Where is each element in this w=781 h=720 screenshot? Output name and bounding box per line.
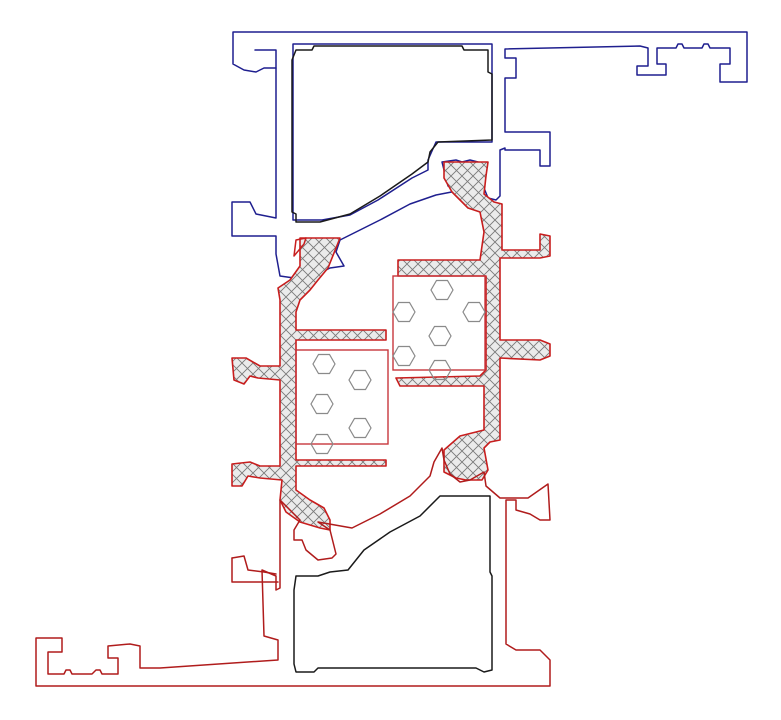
foam-cell-hexagon xyxy=(392,301,416,323)
foam-insert-right xyxy=(392,275,486,371)
lower-chamber xyxy=(293,495,493,673)
thermal-break-strip-left xyxy=(231,237,387,531)
foam-cell-hexagon xyxy=(312,353,336,375)
foam-cell-hexagon xyxy=(310,393,334,415)
foam-cell-hexagon xyxy=(348,369,372,391)
foam-cell-hexagon xyxy=(462,301,486,323)
foam-cell-hexagon xyxy=(310,433,334,455)
foam-cell-hexagon xyxy=(428,359,452,381)
foam-insert-left xyxy=(295,349,389,445)
foam-cell-hexagon xyxy=(392,345,416,367)
foam-cell-hexagon xyxy=(348,417,372,439)
upper-chamber xyxy=(291,45,493,223)
thermal-break-strip-right xyxy=(395,161,551,481)
lower-aluminium-profile xyxy=(35,447,551,687)
foam-cell-hexagon xyxy=(428,325,452,347)
foam-cell-hexagons xyxy=(310,279,486,455)
foam-cell-hexagon xyxy=(430,279,454,301)
